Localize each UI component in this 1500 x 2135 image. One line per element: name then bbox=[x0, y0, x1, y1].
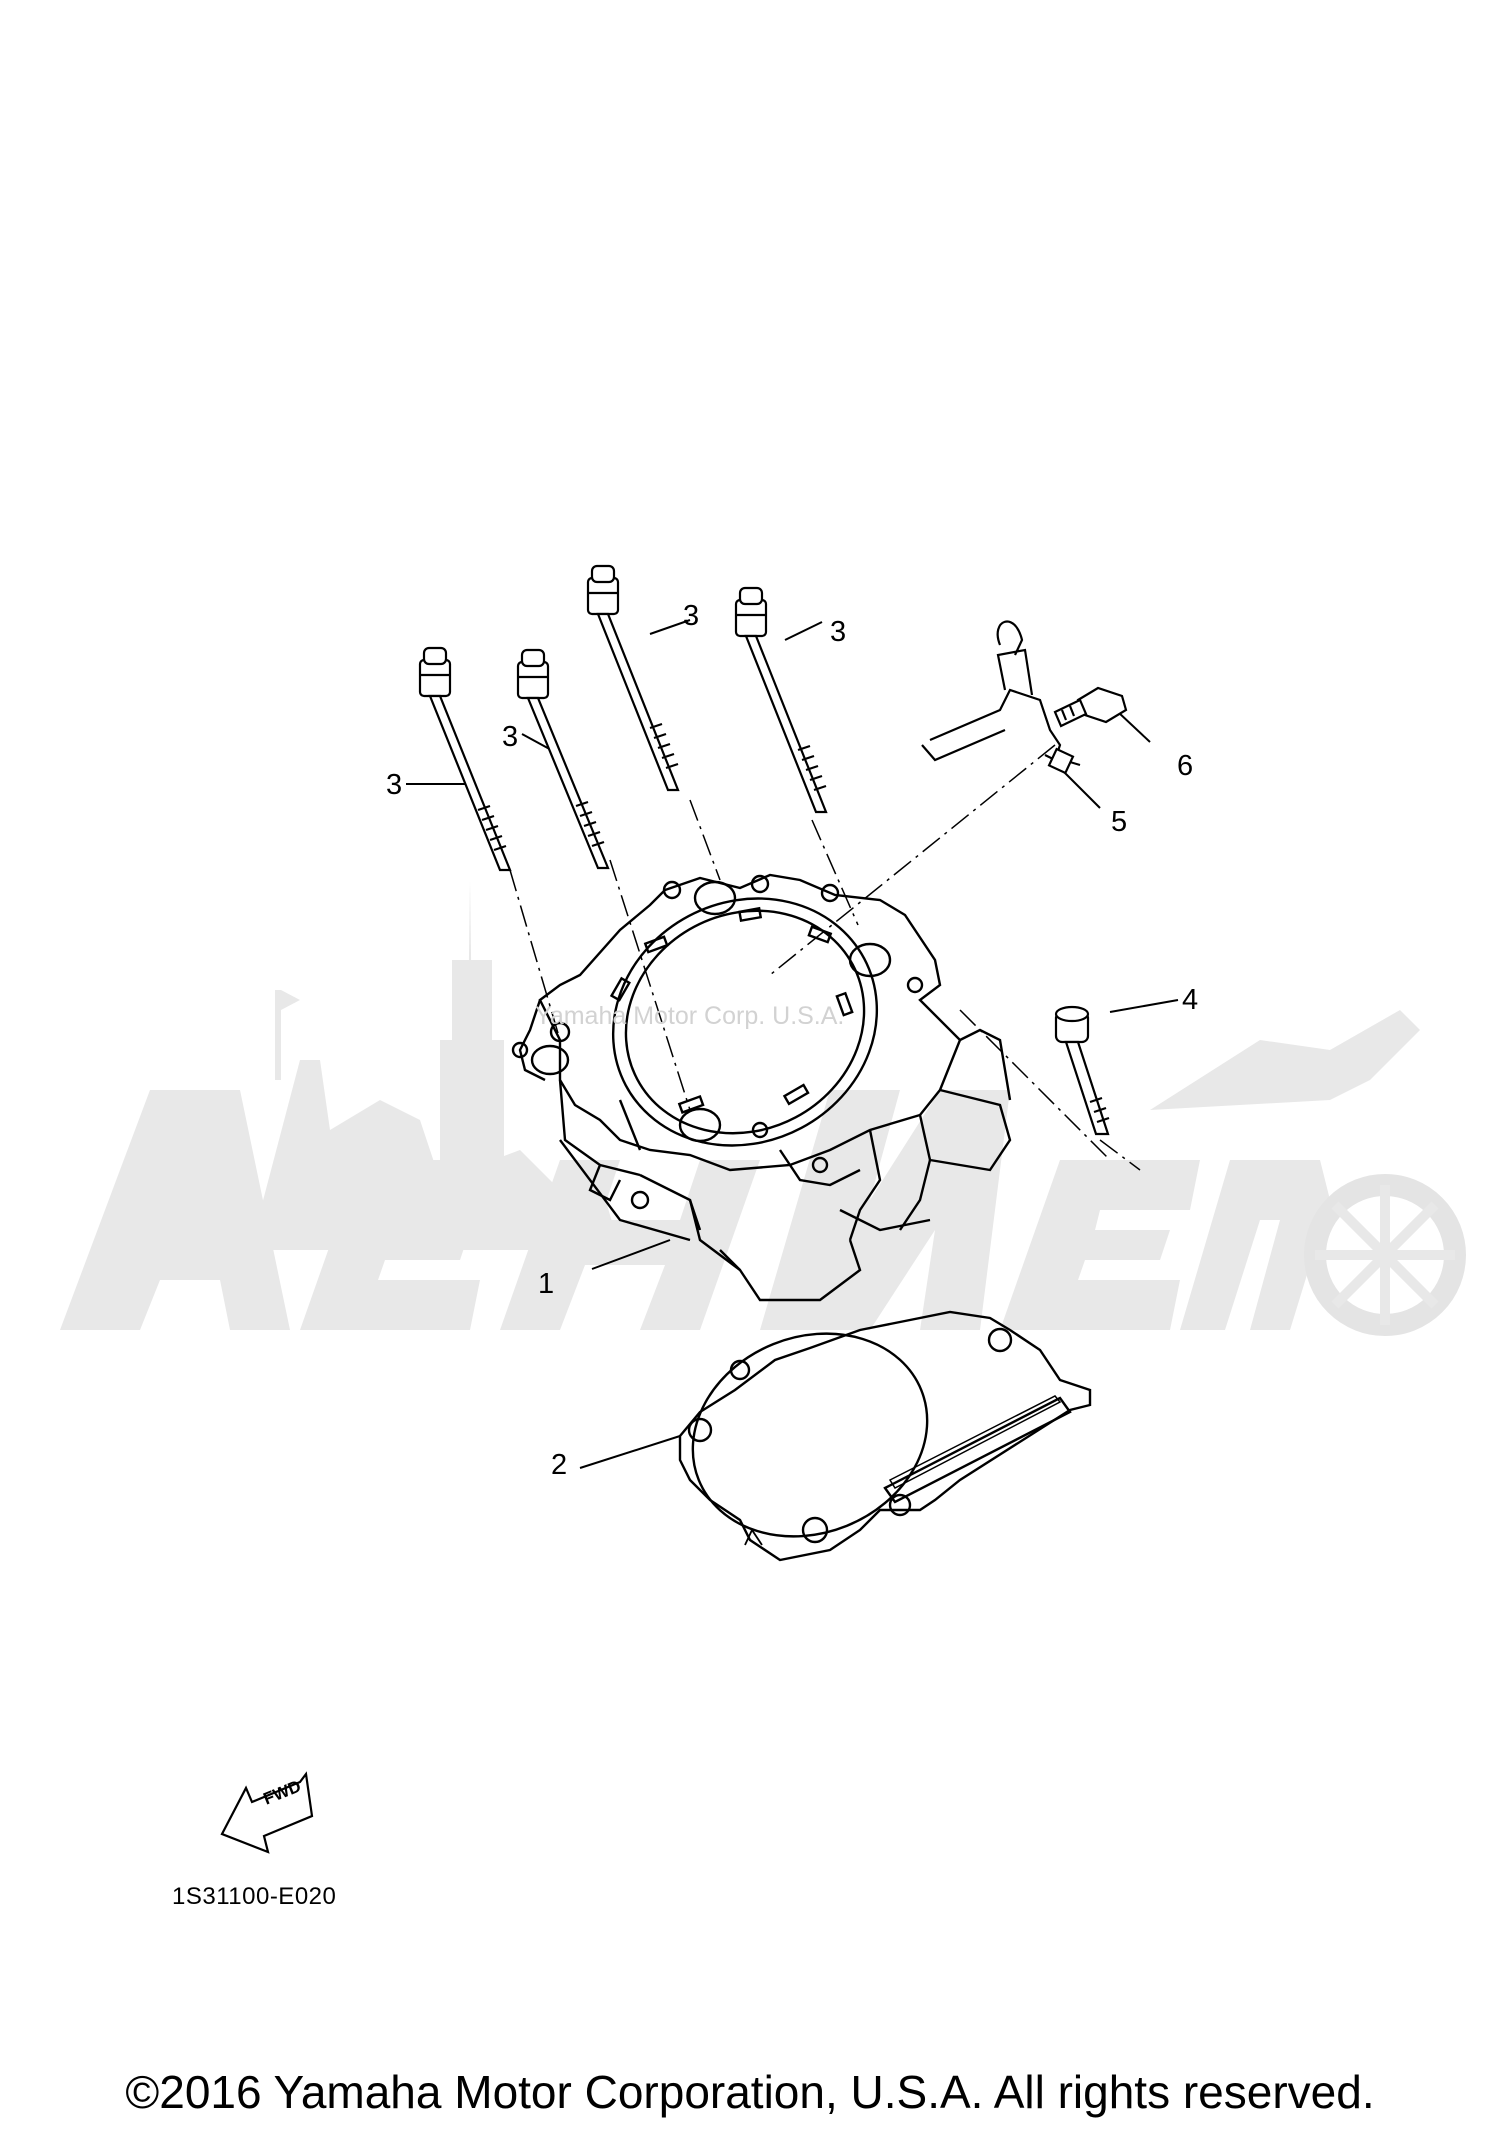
drawing-code: 1S31100-E020 bbox=[172, 1883, 337, 1910]
callout-stud-bolt-b: 3 bbox=[502, 721, 519, 753]
watermark-graphic bbox=[60, 880, 1420, 1330]
stud-bolt-d-shape bbox=[734, 586, 828, 814]
callout-gasket: 2 bbox=[551, 1449, 568, 1481]
stud-bolts bbox=[418, 564, 828, 872]
guide-part bbox=[921, 620, 1075, 775]
gasket-part bbox=[678, 1310, 1092, 1562]
screw-part bbox=[1053, 686, 1128, 728]
callout-cylinder: 1 bbox=[538, 1268, 555, 1300]
callout-screw: 6 bbox=[1177, 750, 1194, 782]
alignment-lines bbox=[509, 744, 1141, 1171]
bolt-part bbox=[1054, 1005, 1110, 1136]
stud-bolt-b-shape bbox=[516, 648, 610, 870]
cylinder-part bbox=[511, 873, 1012, 1302]
callout-guide: 5 bbox=[1111, 806, 1128, 838]
callout-stud-bolt-d: 3 bbox=[830, 616, 847, 648]
stud-bolt-c-shape bbox=[586, 564, 680, 792]
stud-bolt-a-shape bbox=[418, 646, 512, 872]
watermark-text: Yamaha Motor Corp. U.S.A. bbox=[535, 1002, 845, 1030]
watermark-wheel-spokes bbox=[1315, 1185, 1455, 1325]
callout-bolt: 4 bbox=[1182, 984, 1199, 1016]
callout-stud-bolt-c: 3 bbox=[683, 600, 700, 632]
copyright-notice: ©2016 Yamaha Motor Corporation, U.S.A. A… bbox=[125, 2066, 1375, 2118]
callout-stud-bolt-a: 3 bbox=[386, 769, 403, 801]
fwd-arrow-icon bbox=[220, 1771, 314, 1854]
